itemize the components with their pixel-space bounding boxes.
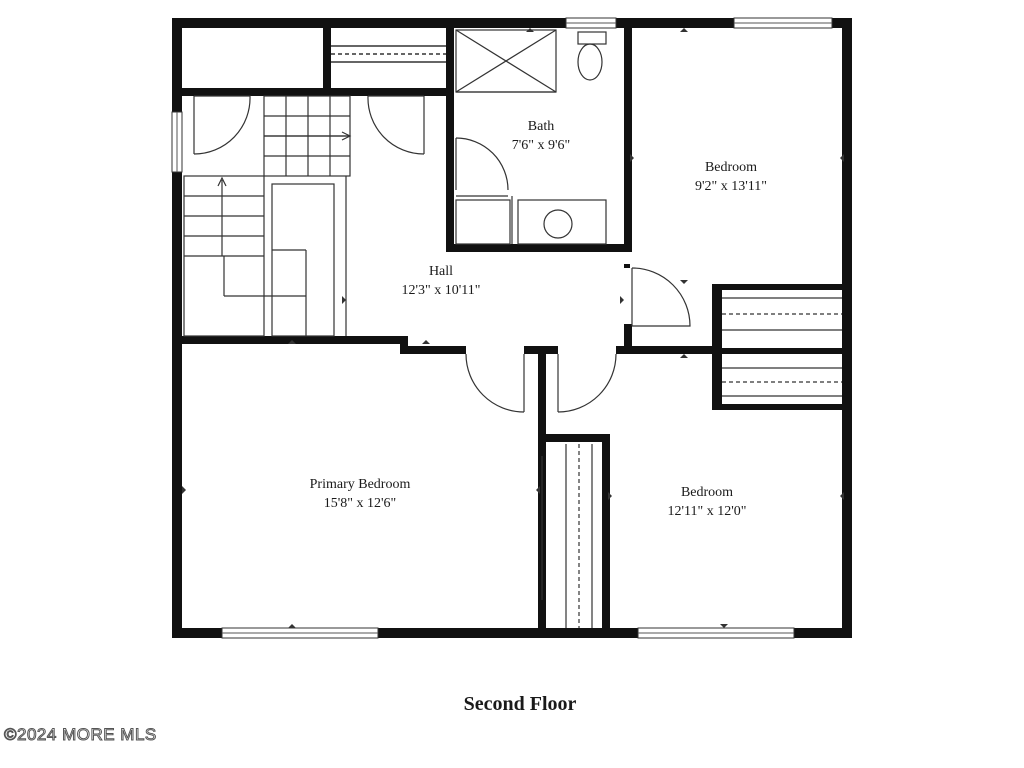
bedroom-se-name: Bedroom xyxy=(681,485,733,500)
dimension-ticks xyxy=(182,28,844,628)
primary-bedroom-dims: 15'8" x 12'6" xyxy=(324,496,396,511)
floor-title: Second Floor xyxy=(464,693,577,715)
closet-shelves xyxy=(331,45,446,63)
ne-closet xyxy=(722,297,842,397)
bedroom-se-dims: 12'11" x 12'0" xyxy=(668,504,747,519)
outer-walls xyxy=(172,18,852,638)
bath-name: Bath xyxy=(528,119,554,134)
bedroom-ne-name: Bedroom xyxy=(705,160,757,175)
bath-dims: 7'6" x 9'6" xyxy=(512,138,570,153)
doors xyxy=(193,95,691,413)
bedroom-ne-dims: 9'2" x 13'11" xyxy=(695,179,767,194)
primary-closet xyxy=(541,444,593,628)
interior-walls xyxy=(182,28,852,638)
primary-bedroom-name: Primary Bedroom xyxy=(310,477,411,492)
mls-watermark: ©2024 MORE MLS xyxy=(4,725,157,744)
windows xyxy=(171,17,833,639)
bath-fixtures xyxy=(455,29,607,245)
staircase xyxy=(183,95,352,337)
hall-dims: 12'3" x 10'11" xyxy=(402,283,481,298)
hall-name: Hall xyxy=(429,264,453,279)
